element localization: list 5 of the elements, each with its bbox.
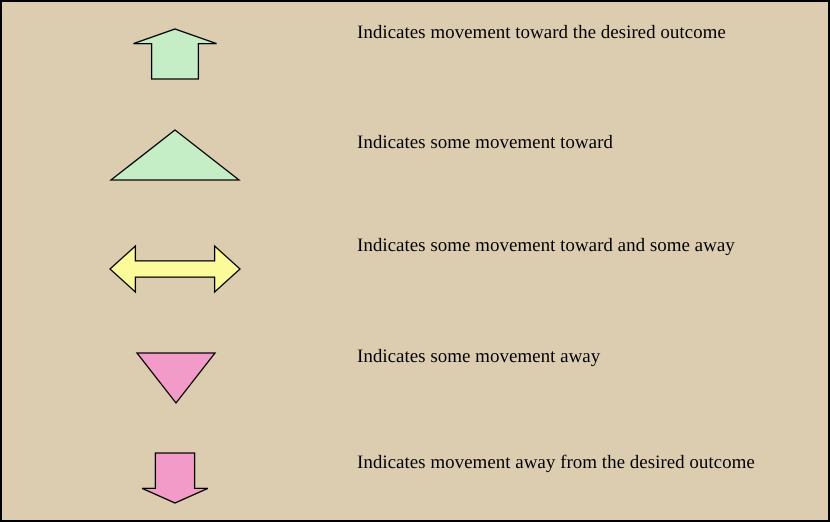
legend-text: Indicates some movement toward [357, 131, 614, 155]
legend-text: Indicates some movement toward and some away [357, 234, 736, 258]
legend-text: Indicates movement away from the desired outcome [357, 451, 756, 475]
legend-text: Indicates some movement away [357, 345, 602, 369]
legend-text: Indicates movement toward the desired outcome [357, 21, 727, 45]
